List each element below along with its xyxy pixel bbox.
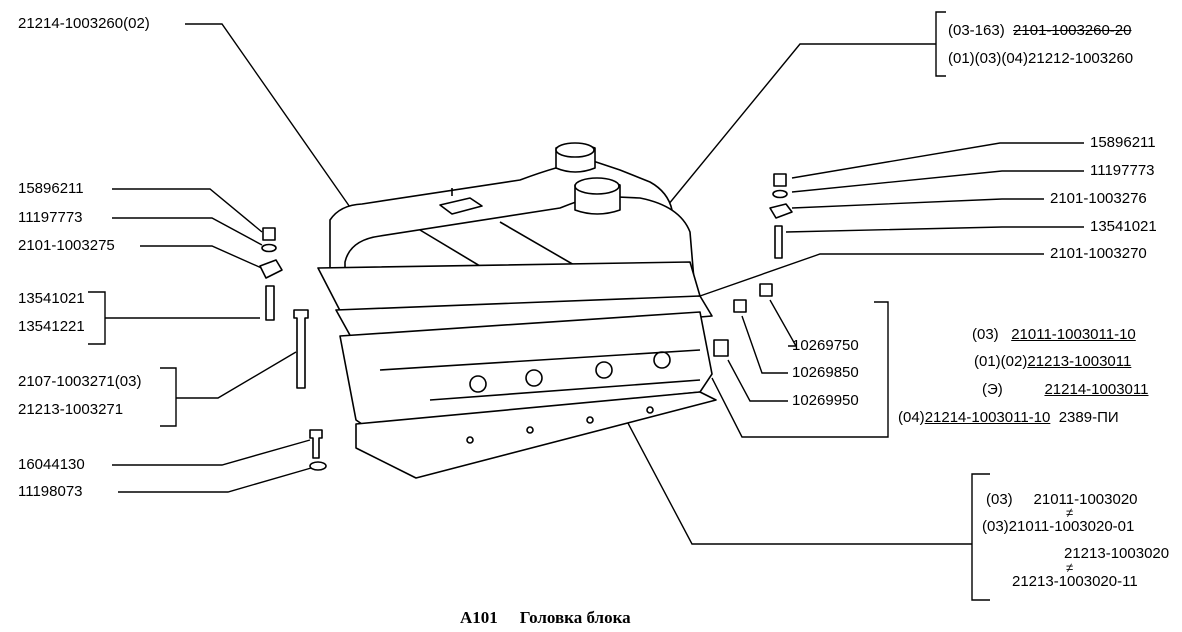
- bracket-stud-left: [88, 291, 106, 345]
- label-washer-small: 11198073: [18, 483, 83, 500]
- leader-nut-right: [791, 142, 1084, 179]
- label-gasket-g1-number: 21011-1003020: [1033, 491, 1138, 508]
- label-gasket-right: 2101-1003270: [1050, 245, 1147, 262]
- nut-right: [773, 173, 787, 187]
- leader-washer-right: [791, 170, 1084, 193]
- label-gasket-g2: (03)21011-1003020-01: [982, 518, 1135, 535]
- leader-gasket-bottom: [619, 407, 972, 545]
- label-head-v2: (01)(02)21213-1003011: [974, 353, 1131, 371]
- label-washer-left: 11197773: [18, 209, 83, 226]
- label-cover-right-2: (01)(03)(04)21212-1003260: [948, 50, 1134, 67]
- cylinder-head-illustration: [259, 142, 793, 479]
- plug-2: [733, 299, 747, 313]
- breather-pipe: [439, 197, 483, 215]
- label-head-v3: (Э) 21214-1003011: [982, 381, 1148, 399]
- label-bolt-small: 16044130: [18, 456, 85, 473]
- leader-bolt-small: [112, 439, 311, 466]
- label-gasket-g1: (03) 21011-1003020: [986, 491, 1138, 509]
- leader-bolt-left: [176, 351, 297, 399]
- leader-washer-left: [112, 217, 263, 246]
- leader-plate-left: [140, 245, 267, 271]
- label-stud-right: 13541021: [1090, 218, 1157, 235]
- label-gasket-g4: 21213-1003020-11: [1012, 573, 1138, 590]
- label-head-v4-number: 21214-1003011-10: [924, 409, 1051, 426]
- label-head-v4-suffix: 2389-ПИ: [1058, 409, 1119, 426]
- leader-plate-right: [791, 198, 1044, 209]
- bracket-cover-right: [935, 11, 946, 77]
- label-plug-2: 10269850: [792, 364, 859, 381]
- label-head-v3-number: 21214-1003011: [1044, 381, 1149, 398]
- label-head-v1-number: 21011-1003011-10: [1011, 326, 1136, 343]
- nut-left: [262, 227, 276, 241]
- label-head-v1: (03) 21011-1003011-10: [972, 326, 1136, 344]
- label-cover-top: 21214-1003260(02): [18, 15, 150, 32]
- plate-right: [769, 203, 793, 219]
- leader-plug-2: [741, 315, 788, 374]
- bracket-gasket: [971, 473, 990, 601]
- not-equal-mark-2: ≠: [1066, 560, 1074, 575]
- label-gasket-g3: 21213-1003020: [1064, 545, 1170, 562]
- oil-filler-rear-top: [555, 142, 595, 158]
- label-head-v2-prefix: (01)(02): [974, 353, 1028, 370]
- label-nut-left: 15896211: [18, 180, 84, 197]
- label-plug-1: 10269750: [792, 337, 859, 354]
- leader-gasket-right: [699, 253, 1044, 297]
- label-head-v4: (04)21214-1003011-10 2389-ПИ: [898, 409, 1119, 427]
- stud-right: [774, 225, 783, 259]
- plug-3: [713, 339, 729, 357]
- washer-right: [772, 189, 788, 199]
- label-bolt-left-b: 21213-1003271: [18, 401, 124, 418]
- plug-1: [759, 283, 773, 297]
- stud-left: [265, 285, 275, 321]
- label-cover-right-1-number: 2101-1003260-20: [1013, 22, 1132, 39]
- label-head-v2-number: 21213-1003011: [1027, 353, 1132, 370]
- bolt-left: [293, 309, 309, 389]
- figure-title: Головка блока: [519, 608, 631, 627]
- leader-lines: [88, 11, 1084, 601]
- label-head-v4-prefix: (04): [898, 409, 925, 426]
- leader-stud-right: [785, 226, 1084, 233]
- head-gasket: [355, 391, 717, 479]
- label-gasket-g1-prefix: (03): [986, 491, 1013, 508]
- leader-washer-small: [118, 465, 319, 493]
- leader-plug-3: [727, 359, 788, 402]
- bracket-head: [711, 301, 889, 438]
- label-head-v3-prefix: (Э): [982, 381, 1003, 398]
- bracket-bolt-left: [160, 367, 177, 427]
- plate-left: [259, 259, 283, 279]
- label-bolt-left-a: 2107-1003271(03): [18, 373, 142, 390]
- leader-cover-top: [185, 23, 353, 211]
- label-nut-right: 15896211: [1090, 134, 1156, 151]
- label-stud-left-b: 13541221: [18, 318, 85, 335]
- not-equal-mark-1: ≠: [1066, 505, 1074, 520]
- label-plug-3: 10269950: [792, 392, 859, 409]
- leader-plug-1: [769, 299, 798, 347]
- leader-nut-left: [112, 188, 263, 233]
- oil-filler-front-top: [574, 177, 620, 195]
- label-plate-right: 2101-1003276: [1050, 190, 1147, 207]
- figure-caption: А101 Головка блока: [460, 608, 653, 628]
- label-head-v1-prefix: (03): [972, 326, 999, 343]
- label-cover-right-1-prefix: (03-163): [948, 22, 1005, 39]
- figure-code: А101: [460, 608, 498, 627]
- label-stud-left-a: 13541021: [18, 290, 85, 307]
- leader-cover-right: [667, 43, 936, 206]
- washer-small: [309, 461, 327, 471]
- label-plate-left: 2101-1003275: [18, 237, 115, 254]
- washer-left: [261, 243, 277, 253]
- label-cover-right-1: (03-163) 2101-1003260-20: [948, 22, 1132, 40]
- bolt-small: [309, 429, 323, 459]
- label-washer-right: 11197773: [1090, 162, 1155, 179]
